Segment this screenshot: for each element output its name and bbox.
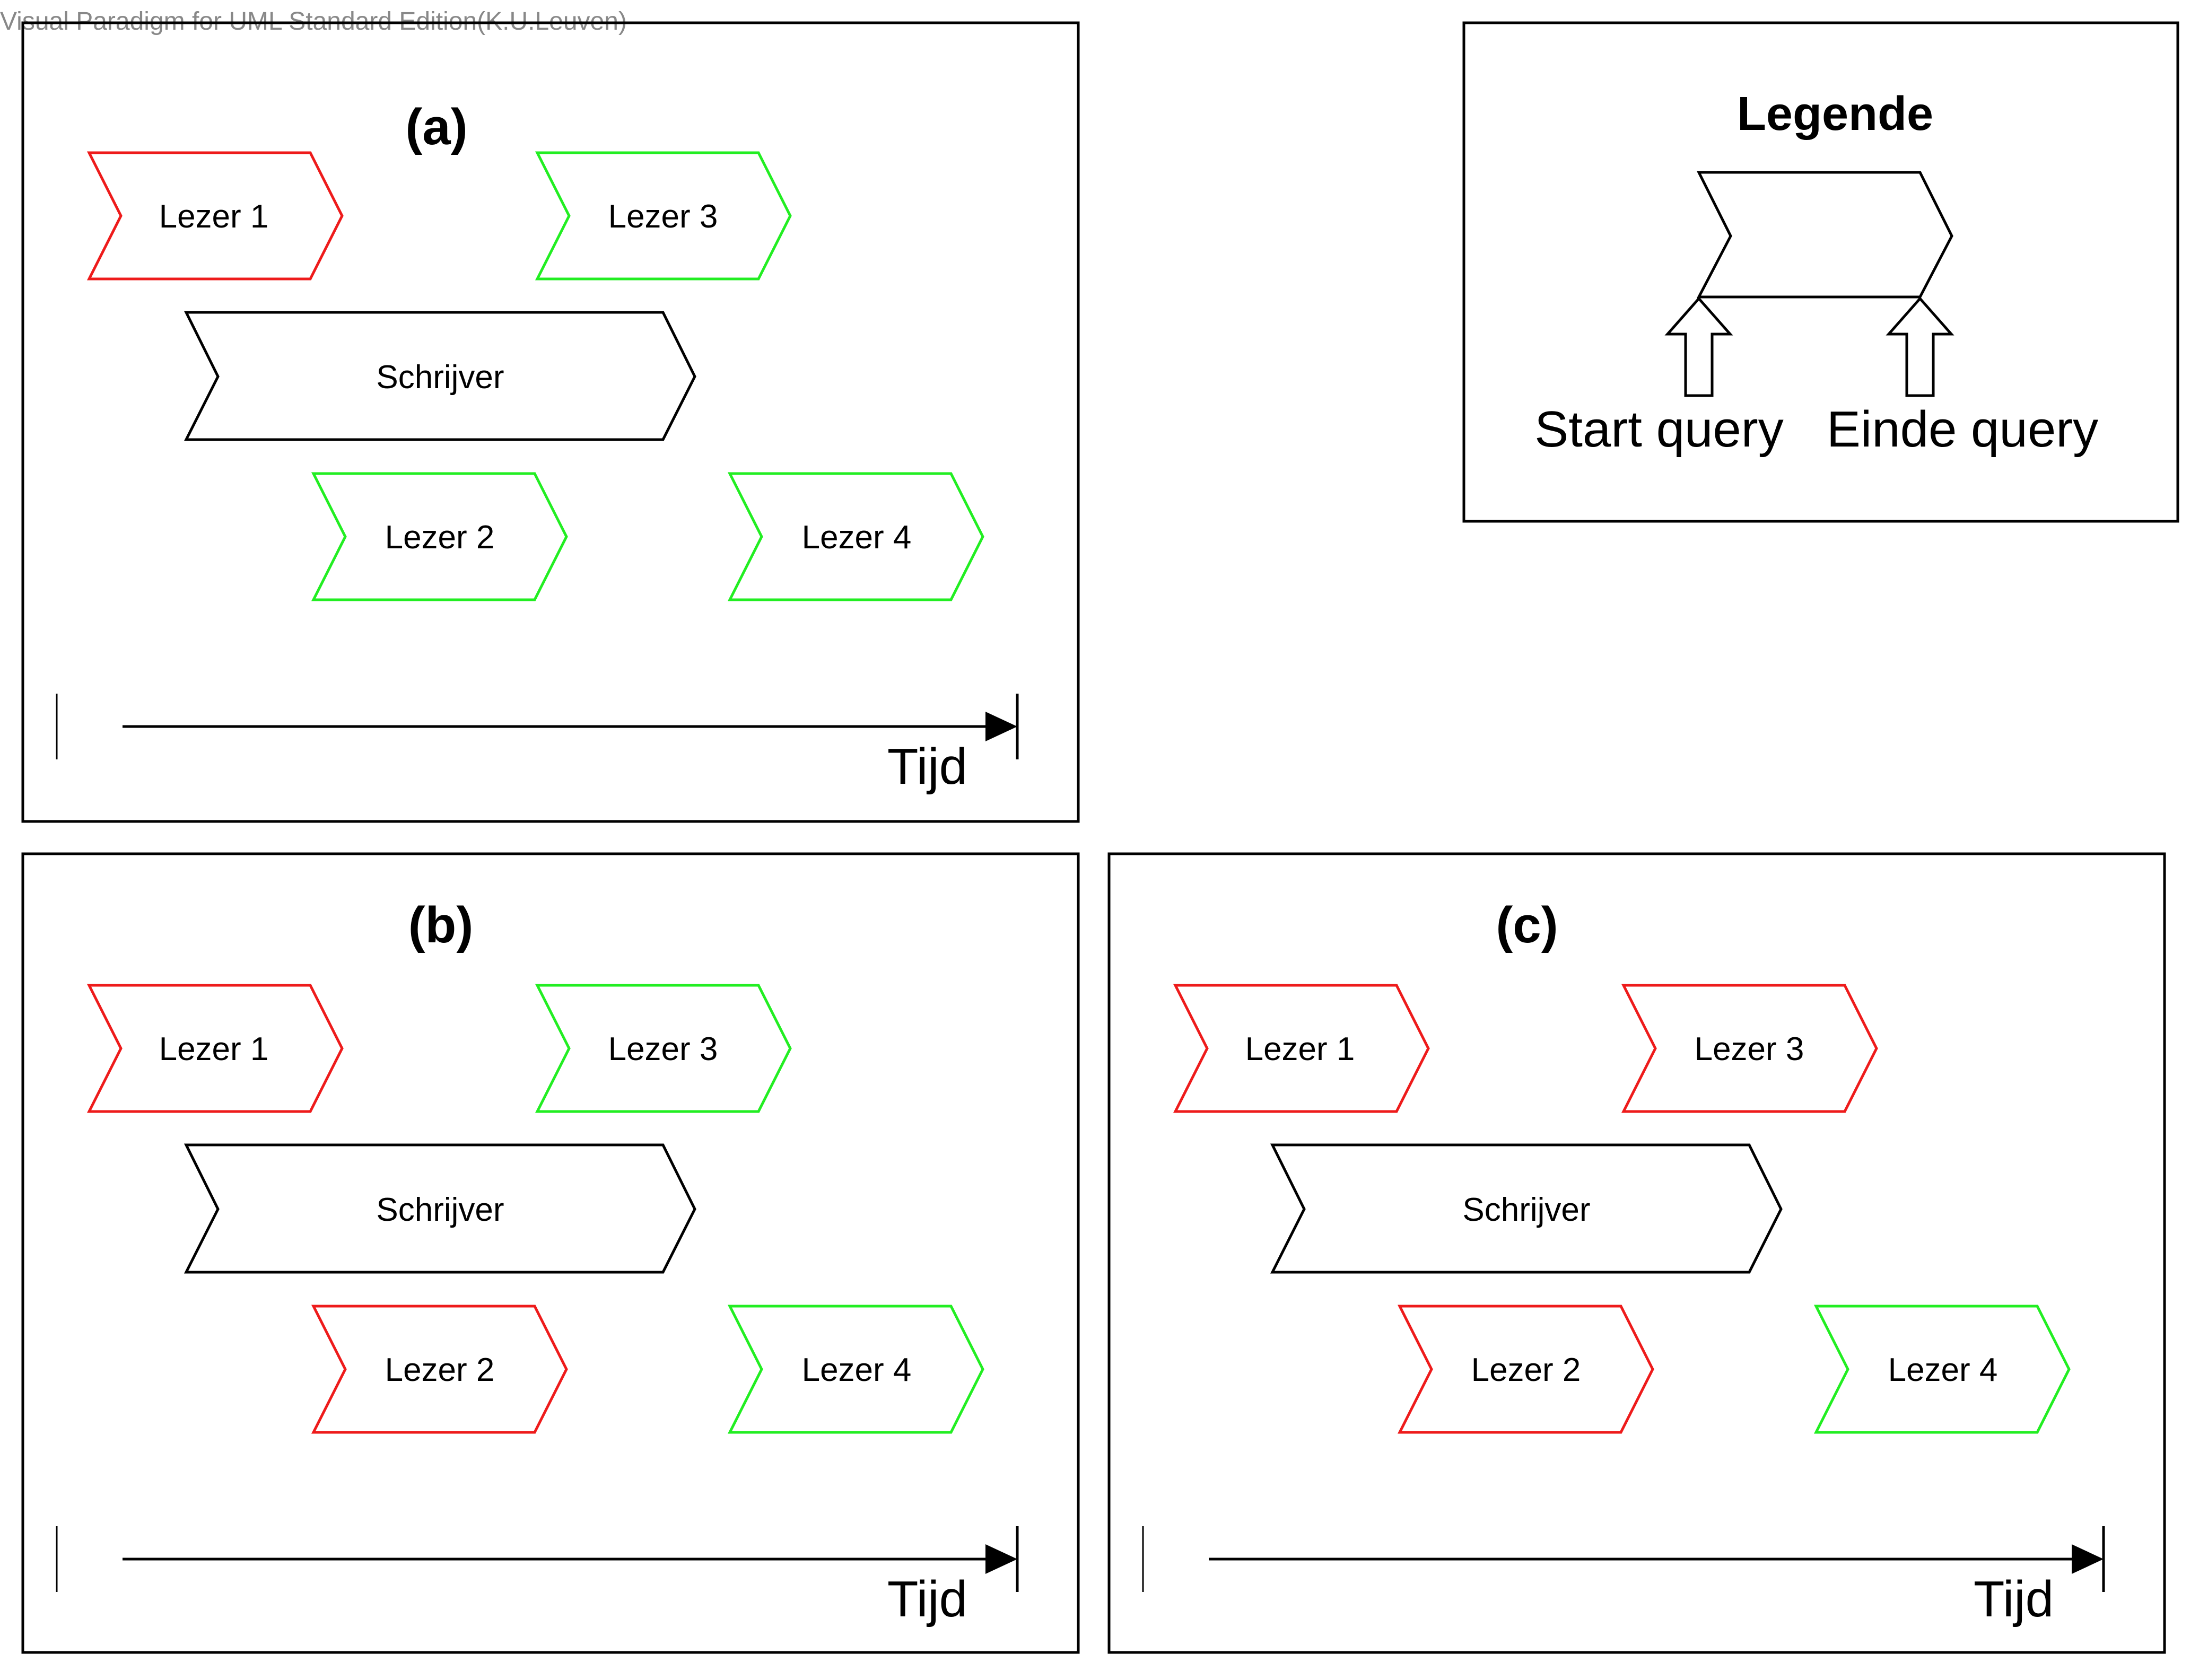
panel-a-title: (a)	[405, 99, 467, 155]
panel-b-title: (b)	[408, 897, 474, 953]
chevron-lezer-3	[535, 984, 792, 1113]
chevron-label-schrijver: Schrijver	[1462, 1192, 1590, 1228]
chevron-schrijver	[1270, 1143, 1783, 1274]
panel-a-time-axis: Tijd	[56, 694, 1019, 795]
axis-label: Tijd	[887, 738, 967, 795]
panel-c-time-axis: Tijd	[1142, 1526, 2105, 1628]
legend-title: Legende	[1737, 88, 1933, 141]
chevron-label-schrijver: Schrijver	[376, 359, 504, 396]
legend: Legende Start query Einde query	[1534, 88, 2098, 458]
start-query-arrow-icon	[1664, 296, 1733, 397]
axis-arrowhead	[2072, 1544, 2104, 1574]
legend-frame	[1462, 21, 2179, 523]
chevron-label-lezer-1: Lezer 1	[1245, 1031, 1355, 1068]
chevron-lezer-2	[1397, 1305, 1654, 1434]
chevron-lezer-2	[311, 1305, 568, 1434]
chevron-lezer-3	[535, 151, 792, 281]
chevron-lezer-4	[727, 472, 984, 601]
chevron-label-lezer-3: Lezer 3	[1695, 1031, 1804, 1068]
chevron-label-lezer-2: Lezer 2	[1471, 1352, 1581, 1388]
panel-c-title: (c)	[1496, 897, 1558, 953]
chevron-lezer-2	[311, 472, 568, 601]
end-query-arrow-icon	[1886, 296, 1954, 397]
chevron-lezer-4	[727, 1305, 984, 1434]
legend-end-label: Einde query	[1827, 401, 2098, 458]
chevron-lezer-1	[1173, 984, 1430, 1113]
chevron-label-lezer-3: Lezer 3	[608, 198, 718, 235]
chevron-label-lezer-3: Lezer 3	[608, 1031, 718, 1068]
axis-label: Tijd	[887, 1571, 967, 1628]
axis-arrowhead	[985, 712, 1017, 741]
chevron-schrijver	[184, 1143, 696, 1274]
legend-chevron	[1696, 171, 1953, 299]
panel-a-chevrons: Lezer 1 Lezer 3 Schrijver Lezer 2 Lezer …	[86, 151, 984, 601]
chevron-label-lezer-1: Lezer 1	[159, 1031, 269, 1068]
chevron-label-lezer-4: Lezer 4	[1888, 1352, 1998, 1388]
panel-b-time-axis: Tijd	[56, 1526, 1019, 1628]
axis-label: Tijd	[1974, 1571, 2054, 1628]
chevron-label-lezer-4: Lezer 4	[802, 519, 912, 556]
chevron-label-lezer-1: Lezer 1	[159, 198, 269, 235]
chevron-schrijver	[184, 311, 696, 441]
panel-c-frame	[1107, 852, 2166, 1654]
panel-a-frame	[21, 21, 1080, 823]
legend-start-label: Start query	[1534, 401, 1784, 458]
axis-arrowhead	[985, 1544, 1017, 1574]
chevron-label-lezer-4: Lezer 4	[802, 1352, 912, 1388]
panel-c-chevrons: Lezer 1 Lezer 3 Schrijver Lezer 2 Lezer …	[1173, 984, 2071, 1434]
panel-b-chevrons: Lezer 1 Lezer 3 Schrijver Lezer 2 Lezer …	[86, 984, 984, 1434]
chevron-lezer-3	[1621, 984, 1878, 1113]
panel-b-frame	[21, 852, 1080, 1654]
chevron-label-lezer-2: Lezer 2	[385, 1352, 495, 1388]
chevron-label-schrijver: Schrijver	[376, 1192, 504, 1228]
chevron-lezer-1	[86, 151, 344, 281]
chevron-label-lezer-2: Lezer 2	[385, 519, 495, 556]
chevron-lezer-4	[1813, 1305, 2071, 1434]
chevron-lezer-1	[86, 984, 344, 1113]
